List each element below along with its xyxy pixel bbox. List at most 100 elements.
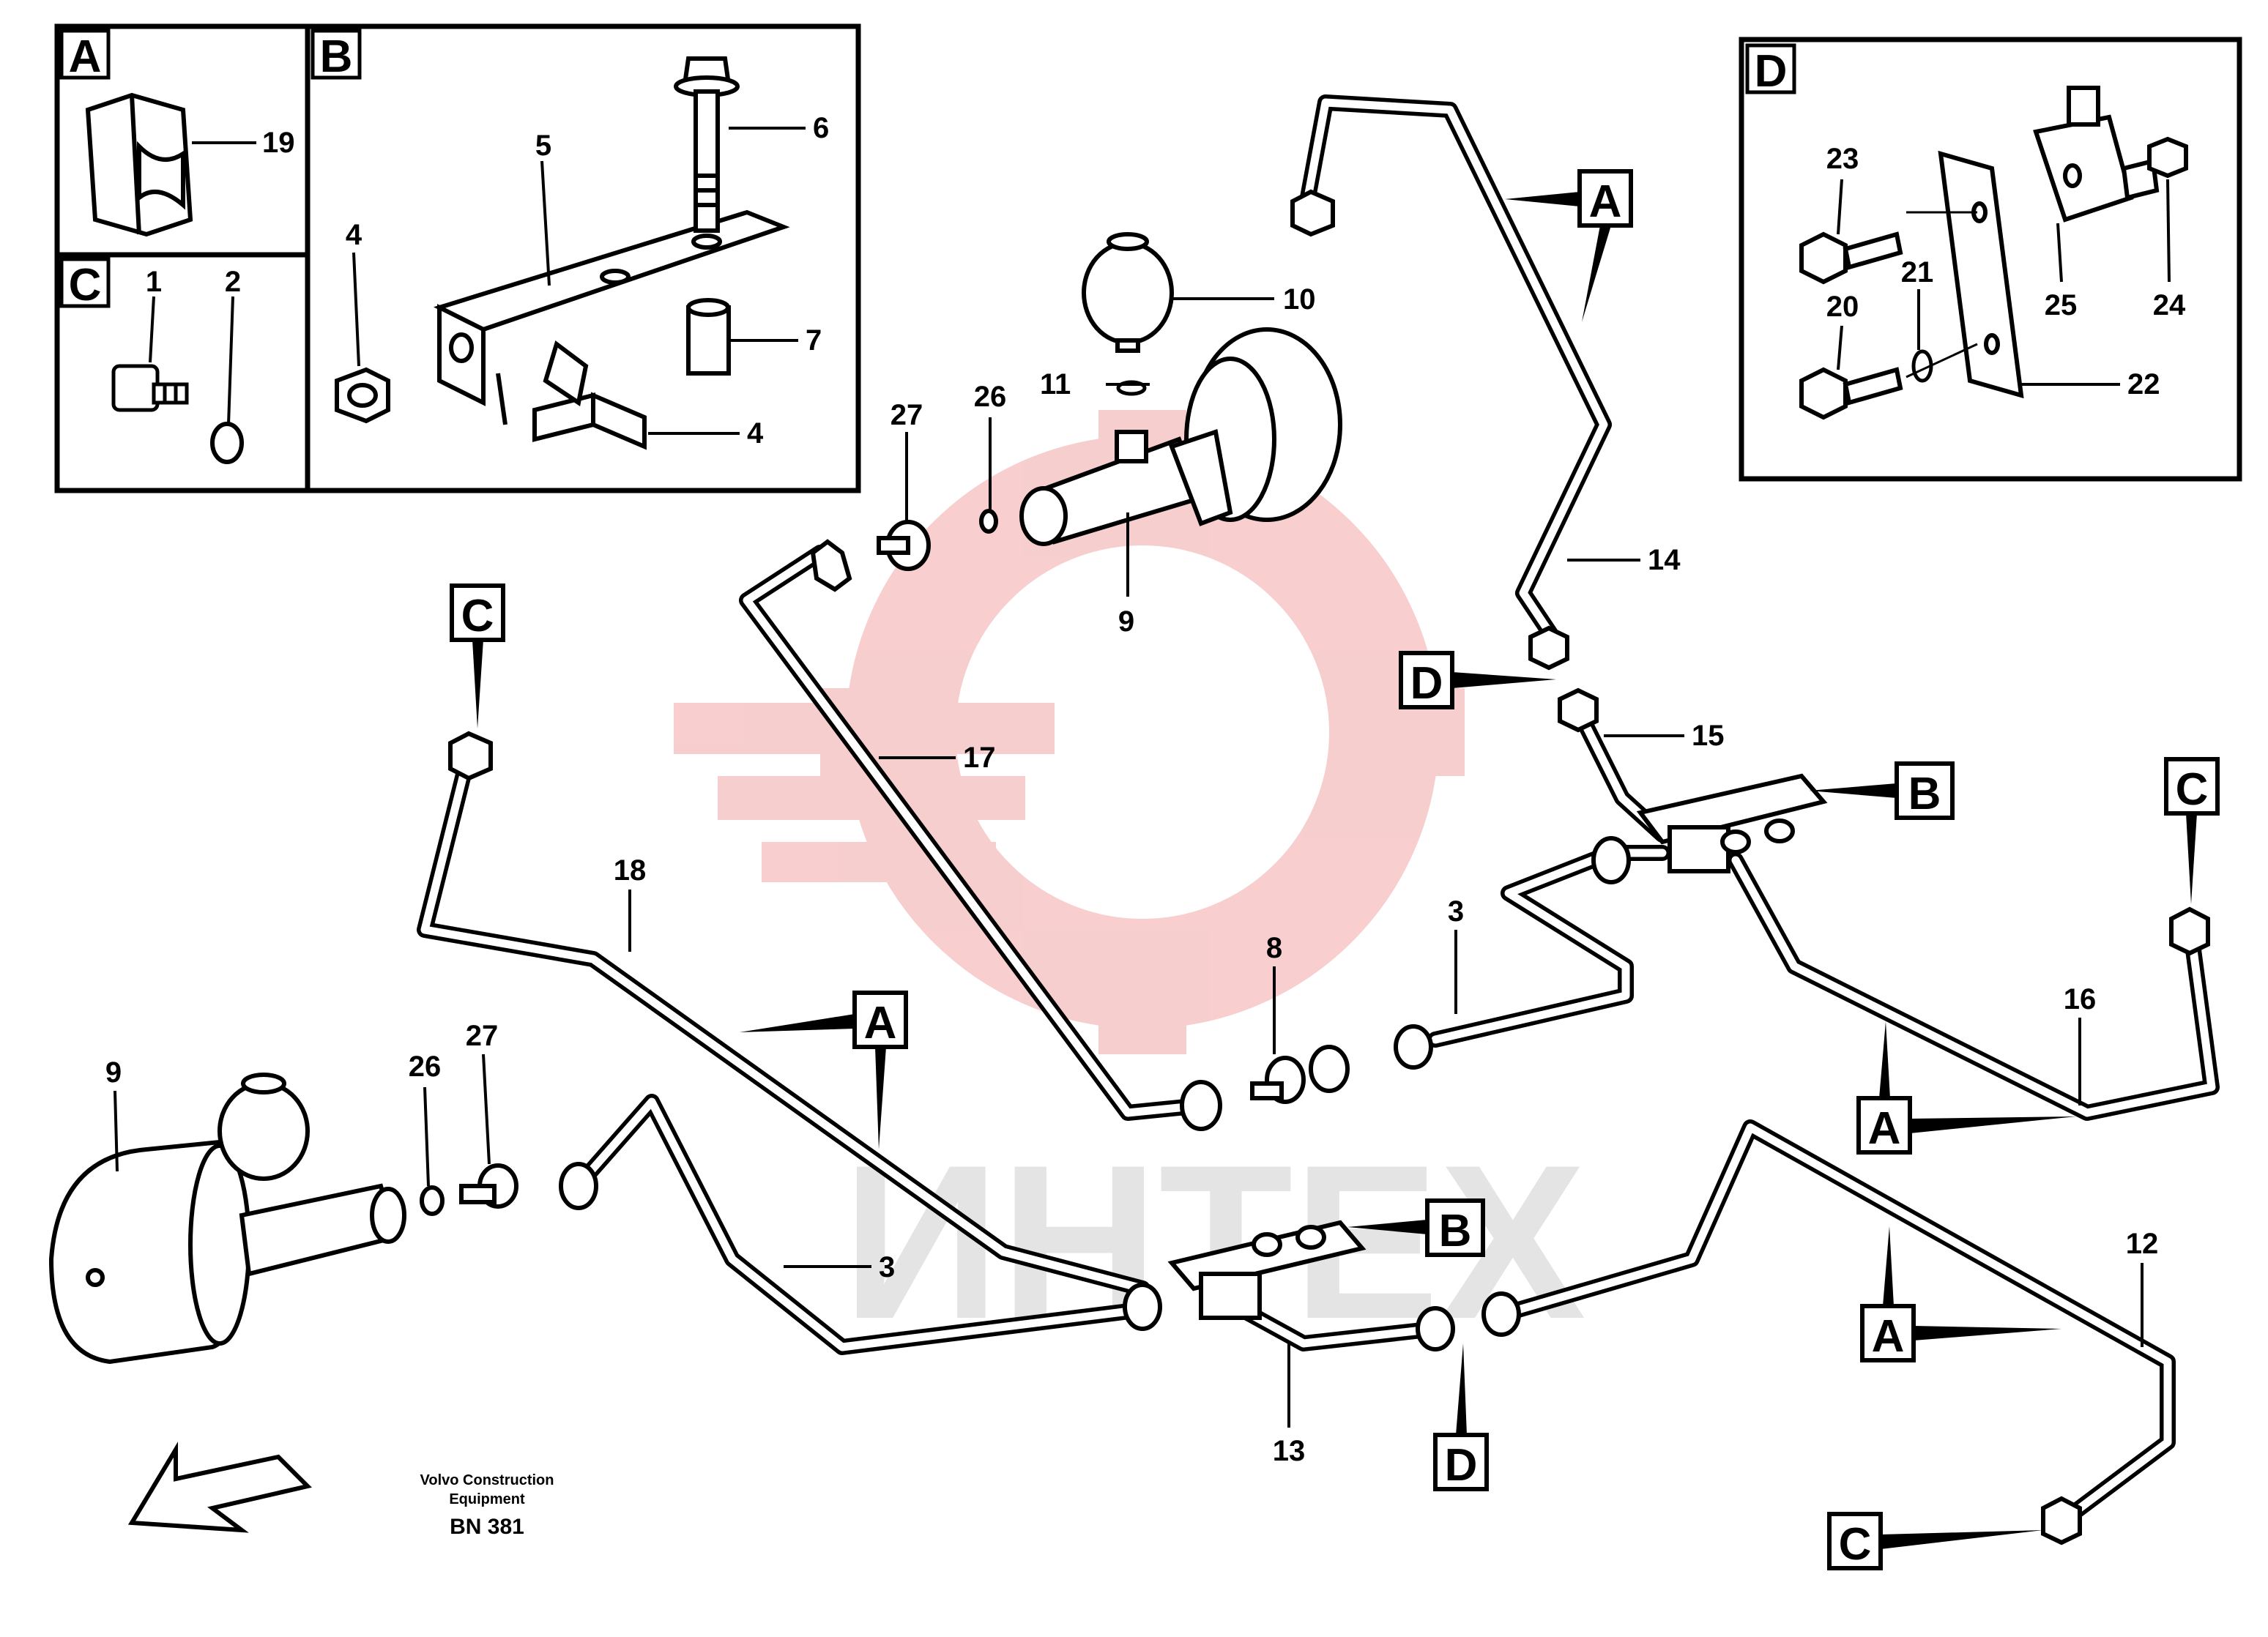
part-label-1: 1: [146, 266, 162, 298]
inset-b: B 6: [305, 23, 861, 493]
inset-c-letter: C: [69, 260, 102, 310]
callout-c-lower-right: C: [1827, 1512, 2043, 1570]
inset-d-letter: D: [1755, 46, 1788, 97]
part-label-23: 23: [1826, 143, 1859, 175]
callout-c-right-letter: C: [2176, 764, 2209, 815]
callout-d-lower: D: [1433, 1343, 1489, 1491]
part-label-27-top: 27: [891, 399, 923, 431]
nut-icon: [335, 367, 390, 424]
mounting-plate-icon: [1938, 150, 2024, 399]
part-label-9-top: 9: [1118, 605, 1134, 638]
o-ring-icon: [1116, 380, 1147, 396]
inset-d: D 23 20 21: [1739, 37, 2242, 482]
fitting-nut-c-top: [448, 731, 493, 781]
bleed-nipple-icon: [111, 364, 189, 412]
part-label-10: 10: [1283, 283, 1316, 316]
fitting-nut-c-right: [2169, 906, 2210, 956]
callout-a-top-letter: A: [1589, 176, 1622, 227]
inset-a-letter: A: [69, 31, 102, 82]
spacer-sleeve-icon: [686, 298, 731, 376]
footer-drawing-code: BN 381: [450, 1515, 524, 1539]
direction-arrow-icon: [127, 1442, 312, 1533]
nut-icon-d: [2147, 136, 2188, 179]
part-label-17: 17: [963, 742, 996, 774]
fitting-left-27: [420, 1162, 598, 1216]
callout-b-right: B: [1809, 761, 1955, 820]
fitting-d-lower: [1416, 1291, 1521, 1351]
part-label-18: 18: [614, 854, 647, 887]
part-label-3-top: 3: [1448, 895, 1464, 928]
junction-block-upper: [1591, 773, 1828, 884]
washer-icon: [210, 422, 244, 464]
callout-c-top-left-letter: C: [461, 591, 494, 641]
part-label-4-tee: 4: [747, 417, 764, 450]
callout-c-lower-right-letter: C: [1839, 1519, 1872, 1570]
reservoir-ball-icon-left: [217, 1073, 310, 1181]
part-label-8: 8: [1266, 932, 1282, 964]
inset-a: A 19: [54, 23, 311, 258]
part-label-26-left: 26: [409, 1051, 442, 1083]
callout-c-right: C: [2164, 757, 2220, 904]
footer-company-line1: Volvo Construction: [420, 1472, 554, 1488]
part-label-11: 11: [1040, 368, 1071, 400]
part-label-5: 5: [535, 130, 551, 162]
part-number-labels: 10 11 26 27 9 14 15 17 18 3 8 16 9 26 27…: [105, 283, 2158, 1467]
callout-d-mid-letter: D: [1410, 658, 1443, 709]
callout-a-lower-right: A: [1860, 1226, 2061, 1362]
part-label-22: 22: [2127, 368, 2160, 400]
footer-company-line2: Equipment: [449, 1491, 525, 1507]
callout-b-lower: B: [1347, 1198, 1485, 1257]
part-label-26-top: 26: [974, 381, 1007, 413]
callout-d-lower-letter: D: [1445, 1440, 1478, 1491]
part-label-14: 14: [1648, 544, 1681, 576]
part-label-19: 19: [262, 127, 295, 159]
rubber-clamp-icon: [85, 92, 193, 237]
master-cylinder-left: [48, 1139, 406, 1365]
tee-connector-icon: [532, 340, 647, 450]
pipe-fittings: [420, 189, 2210, 1545]
fitting-nut-17: [810, 539, 852, 592]
part-label-20: 20: [1826, 291, 1859, 323]
fitting-nut-14-top: [1290, 189, 1335, 237]
part-label-2: 2: [225, 266, 241, 298]
part-label-3-bottom: 3: [879, 1251, 895, 1283]
callout-a-mid-left-letter: A: [864, 998, 897, 1048]
part-label-24: 24: [2153, 289, 2186, 321]
fitting-8: [1180, 1024, 1433, 1131]
callout-a-top: A: [1505, 169, 1633, 322]
junction-block-lower: [1123, 1220, 1367, 1331]
part-label-9-left: 9: [105, 1056, 122, 1089]
part-label-27-left: 27: [466, 1020, 499, 1052]
callout-b-lower-letter: B: [1439, 1206, 1472, 1256]
part-label-16: 16: [2064, 983, 2097, 1015]
part-label-21: 21: [1901, 256, 1934, 288]
inset-b-letter: B: [320, 31, 353, 82]
bolt-icon-upper: [1799, 231, 1903, 285]
fitting-nut-c-lower: [2041, 1496, 2082, 1545]
master-cylinder-top: [1019, 327, 1342, 546]
callout-a-lower-right-letter: A: [1872, 1311, 1905, 1362]
part-label-15: 15: [1692, 720, 1725, 752]
part-label-7: 7: [806, 324, 822, 357]
part-label-13: 13: [1273, 1435, 1306, 1467]
brake-pipes: [417, 94, 2220, 1527]
union-block-icon: [2033, 86, 2160, 223]
part-label-25: 25: [2045, 289, 2078, 321]
footer-block: Volvo Construction Equipment BN 381: [420, 1472, 554, 1539]
callout-b-right-letter: B: [1908, 769, 1941, 819]
fitting-d-mid: [1528, 625, 1599, 733]
part-label-4-nut: 4: [346, 219, 362, 251]
callout-c-top-left: C: [450, 583, 505, 728]
part-label-12: 12: [2126, 1228, 2159, 1260]
bolt-icon-lower: [1799, 367, 1903, 420]
callout-markers: C A D B C A: [450, 169, 2220, 1570]
callout-a-right: A: [1856, 1021, 2076, 1155]
reservoir-ball-icon: [1082, 232, 1174, 353]
bracket-icon: [433, 209, 790, 425]
callout-d-mid: D: [1399, 651, 1556, 709]
bolt-icon: [674, 56, 740, 233]
callout-a-mid-left: A: [740, 991, 908, 1149]
part-label-6: 6: [813, 112, 829, 144]
callout-a-right-letter: A: [1868, 1103, 1901, 1154]
